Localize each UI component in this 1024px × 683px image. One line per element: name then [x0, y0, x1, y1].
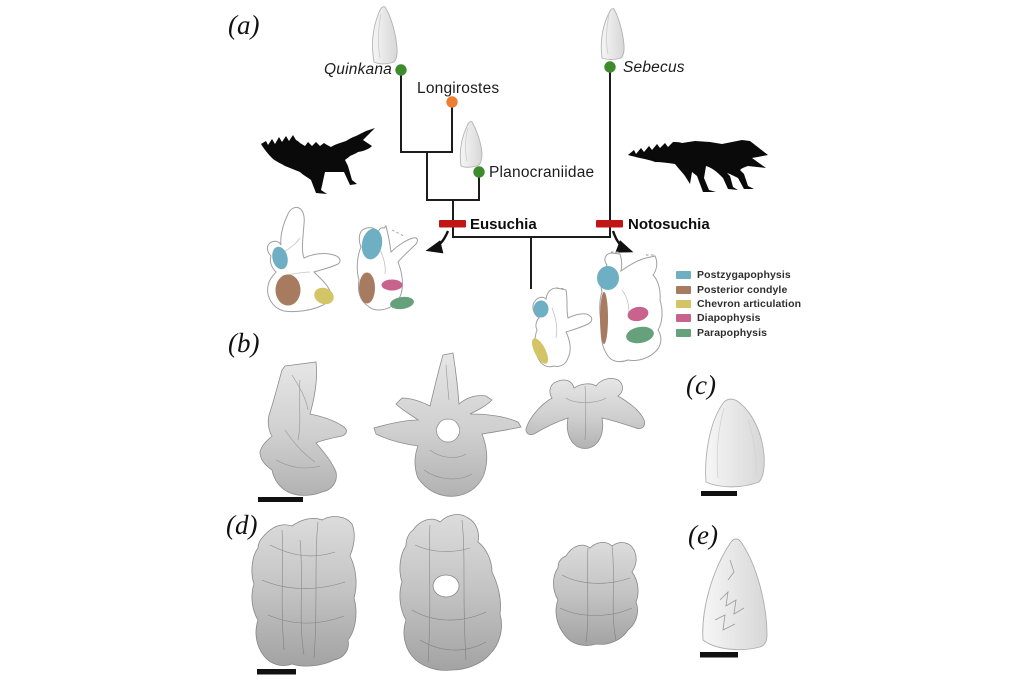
postzygapophysis-patch — [361, 228, 383, 260]
posterior-condyle-patch — [275, 274, 301, 306]
taxon-dot-longirostes — [446, 96, 458, 108]
chevron-articulation-patch — [531, 338, 549, 364]
tooth-image-planocraniidae — [459, 121, 483, 168]
legend-label: Posterior condyle — [697, 283, 788, 296]
taxon-label-longirostes: Longirostes — [417, 80, 500, 97]
fossil-vertebra-b-anterior — [373, 352, 522, 497]
legend-item-posterior-condyle: Posterior condyle — [676, 282, 801, 296]
sebecid-silhouette — [628, 140, 768, 192]
clade-bar-notosuchia — [596, 220, 623, 228]
postzygapophysis-patch — [533, 300, 549, 318]
legend-item-chevron-articulation: Chevron articulation — [676, 297, 801, 311]
arrow-to-notosuchian-vertebrae — [611, 230, 634, 253]
taxon-label-quinkana: Quinkana — [324, 61, 392, 78]
tooth-image-quinkana — [372, 6, 398, 65]
fossil-vertebra-d-lateral — [251, 516, 357, 667]
clade-bar-eusuchia — [439, 220, 466, 228]
anatomy-color-legend: Postzygapophysis Posterior condyle Chevr… — [676, 268, 801, 340]
diapophysis-patch — [381, 279, 403, 291]
panel-label-b: (b) — [228, 328, 260, 358]
legend-swatch — [676, 299, 691, 308]
fossil-vertebra-d-posterior — [553, 542, 639, 646]
legend-label: Chevron articulation — [697, 297, 802, 310]
posterior-condyle-patch — [359, 272, 375, 304]
scale-bar-e — [700, 652, 738, 658]
taxon-dot-quinkana — [395, 64, 407, 76]
scale-bar-c — [701, 491, 737, 496]
panel-label-a: (a) — [228, 10, 260, 40]
legend-item-postzygapophysis: Postzygapophysis — [676, 268, 801, 282]
legend-label: Diapophysis — [697, 312, 761, 325]
fossil-tooth-c — [705, 398, 765, 488]
legend-item-diapophysis: Diapophysis — [676, 311, 801, 325]
crocodile-silhouette — [261, 128, 375, 194]
scale-bar-d — [257, 669, 296, 675]
fossil-vertebra-d-anterior — [399, 514, 502, 671]
legend-swatch — [676, 314, 691, 323]
clade-label-eusuchia: Eusuchia — [470, 216, 537, 233]
panel-label-d: (d) — [226, 510, 258, 540]
posterior-condyle-patch — [600, 292, 608, 344]
legend-item-parapophysis: Parapophysis — [676, 326, 801, 340]
postzygapophysis-patch — [272, 246, 288, 270]
arrow-to-eusuchian-vertebrae — [425, 230, 450, 254]
diapophysis-patch — [627, 306, 649, 322]
taxon-label-sebecus: Sebecus — [623, 59, 685, 76]
taxon-dot-sebecus — [604, 61, 616, 73]
parapophysis-patch — [626, 326, 654, 344]
legend-swatch — [676, 285, 691, 294]
legend-swatch — [676, 328, 691, 337]
panel-label-c: (c) — [686, 370, 716, 400]
legend-swatch — [676, 271, 691, 280]
fossil-vertebra-b-dorsal — [525, 378, 645, 449]
legend-label: Parapophysis — [697, 326, 768, 339]
taxon-label-planocraniidae: Planocraniidae — [489, 164, 595, 181]
tooth-image-sebecus — [600, 8, 625, 60]
scale-bar-b — [258, 497, 303, 502]
legend-label: Postzygapophysis — [697, 269, 791, 282]
postzygapophysis-patch — [597, 266, 619, 290]
chevron-articulation-patch — [314, 287, 334, 305]
taxon-dot-planocraniidae — [473, 166, 485, 178]
parapophysis-patch — [390, 296, 414, 310]
fossil-vertebra-b-lateral — [259, 361, 347, 496]
clade-label-notosuchia: Notosuchia — [628, 216, 710, 233]
tree-lines — [400, 67, 611, 289]
fossil-tooth-e — [702, 538, 768, 651]
panel-label-e: (e) — [688, 520, 718, 550]
